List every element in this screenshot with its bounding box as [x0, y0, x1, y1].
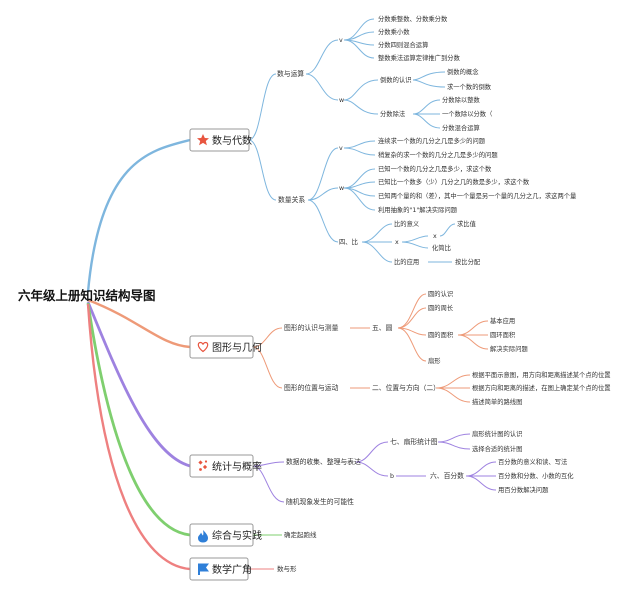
node-recip: 倒数的认识 — [380, 75, 411, 84]
connector-wide-angle — [86, 303, 191, 571]
branch-label: 统计与概率 — [212, 460, 262, 473]
branch-practice[interactable]: 综合与实践 — [189, 523, 262, 547]
node-ratio-x: x — [395, 239, 399, 246]
branch-statistics[interactable]: 统计与概率 — [189, 454, 262, 478]
flag-icon — [198, 563, 209, 575]
node-rel-v-2: 稍复杂的求一个数的几分之几是多少的问题 — [378, 150, 498, 159]
flame-icon — [198, 530, 208, 543]
node-ratio-3-1: 按比分配 — [455, 257, 481, 266]
node-s1-b-1-2: 百分数和分数、小数的互化 — [498, 471, 574, 480]
connector-practice — [86, 302, 191, 537]
node-rel-v: v — [339, 145, 343, 152]
node-rel-w: w — [339, 185, 344, 192]
algebra-lines — [248, 18, 456, 263]
node-ratio-x-x: x — [433, 233, 437, 240]
node-s1-1-2: 选择合适的统计图 — [472, 444, 522, 453]
node-s1-b: b — [390, 473, 394, 480]
node-rel-w-4: 利用抽象的"1"解决实际问题 — [378, 205, 458, 214]
node-s1-b-1: 六、百分数 — [430, 471, 464, 480]
node-s1: 数据的收集、整理与表达 — [286, 457, 361, 466]
node-g1-1-3-1: 基本应用 — [490, 316, 515, 325]
node-ratio-x-x-1: 求比值 — [457, 219, 477, 228]
node-g2-1: 二、位置与方向（二） — [372, 383, 440, 392]
node-s1-b-1-3: 用百分数解决问题 — [498, 485, 549, 494]
geometry-nodes: 图形的认识与测量 五、圆 圆的认识 圆的周长 圆的面积 基本应用 圆环面积 解决… — [284, 289, 611, 406]
branch-label: 数与代数 — [212, 134, 252, 147]
node-g1-1-3-3: 解决实际问题 — [490, 344, 528, 353]
branch-label: 图形与几何 — [212, 341, 262, 354]
node-g2-1-3: 描述简单的路线图 — [472, 397, 522, 406]
star-icon — [197, 134, 209, 146]
root-title: 六年级上册知识结构导图 — [18, 288, 156, 303]
branch-algebra[interactable]: 数与代数 — [189, 128, 252, 152]
heart-icon — [197, 341, 209, 353]
node-ops: 数与运算 — [277, 69, 304, 78]
node-div-2: 一个数除以分数（ — [442, 109, 492, 118]
node-ratio-3: 比的应用 — [394, 257, 419, 266]
node-ratio-1: 比的意义 — [394, 219, 420, 228]
branch-label: 数学广角 — [212, 563, 252, 576]
node-g1-1-1: 圆的认识 — [428, 289, 453, 298]
statistics-nodes: 数据的收集、整理与表达 七、扇形统计图 扇形统计图的认识 选择合适的统计图 b … — [286, 429, 574, 506]
node-g1-1-3: 圆的面积 — [428, 330, 454, 339]
node-ops-v-3: 分数四则混合运算 — [378, 40, 428, 49]
dice-icon — [198, 460, 208, 471]
geometry-lines — [252, 293, 489, 403]
node-div-3: 分数混合运算 — [442, 123, 480, 132]
node-rel: 数量关系 — [278, 195, 305, 204]
node-ratio-x-2: 化简比 — [432, 243, 451, 252]
statistics-lines — [252, 433, 497, 503]
node-ops-v: v — [339, 37, 343, 44]
node-rel-w-1: 已知一个数的几分之几是多少，求这个数 — [378, 164, 492, 173]
node-g2-1-1: 根据平面示意图，用方向和距离描述某个点的位置 — [472, 370, 611, 379]
node-ratio: 四、比 — [339, 237, 358, 246]
node-w1: 数与形 — [277, 564, 297, 573]
node-g2-1-2: 根据方向和距离的描述，在图上确定某个点的位置 — [472, 383, 611, 392]
node-s1-b-1-1: 百分数的意义和读、写法 — [498, 457, 567, 466]
node-g1-1-3-2: 圆环面积 — [490, 330, 516, 339]
branch-label: 综合与实践 — [212, 529, 262, 542]
node-g1-1: 五、圆 — [372, 324, 393, 332]
branch-geometry[interactable]: 图形与几何 — [189, 335, 262, 359]
node-recip-1: 倒数的概念 — [447, 67, 479, 76]
node-g1: 图形的认识与测量 — [284, 323, 339, 332]
node-g2: 图形的位置与运动 — [284, 383, 339, 392]
node-rel-v-1: 连续求一个数的几分之几是多少的问题 — [378, 136, 486, 145]
connector-algebra — [86, 138, 191, 293]
node-ops-v-2: 分数乘小数 — [378, 27, 410, 36]
connector-geometry — [87, 298, 191, 349]
node-rel-w-2: 已知比一个数多（少）几分之几的数是多少，求这个数 — [378, 177, 530, 186]
node-g1-1-2: 圆的周长 — [428, 303, 454, 312]
node-ops-v-1: 分数乘整数、分数乘分数 — [378, 14, 448, 23]
algebra-nodes: 数与运算 v 分数乘整数、分数乘分数 分数乘小数 分数四则混合运算 整数乘法运算… — [277, 14, 577, 266]
node-ops-w: w — [339, 97, 344, 104]
node-p1: 确定起跑线 — [284, 530, 317, 539]
node-recip-2: 求一个数的倒数 — [447, 82, 492, 91]
connector-statistics — [86, 301, 191, 468]
node-s1-1-1: 扇形统计图的认识 — [472, 429, 522, 438]
branch-wide-angle[interactable]: 数学广角 — [189, 557, 252, 581]
node-s1-1: 七、扇形统计图 — [390, 437, 438, 446]
node-s2: 随机现象发生的可能性 — [286, 497, 354, 506]
node-g1-1-4: 扇形 — [428, 356, 441, 365]
node-rel-w-3: 已知两个量的和（差），其中一个量是另一个量的几分之几，求这两个量 — [378, 191, 577, 200]
node-div: 分数除法 — [380, 109, 405, 118]
node-div-1: 分数除以整数 — [442, 95, 480, 104]
node-ops-v-4: 整数乘法运算定律推广到分数 — [378, 53, 461, 62]
